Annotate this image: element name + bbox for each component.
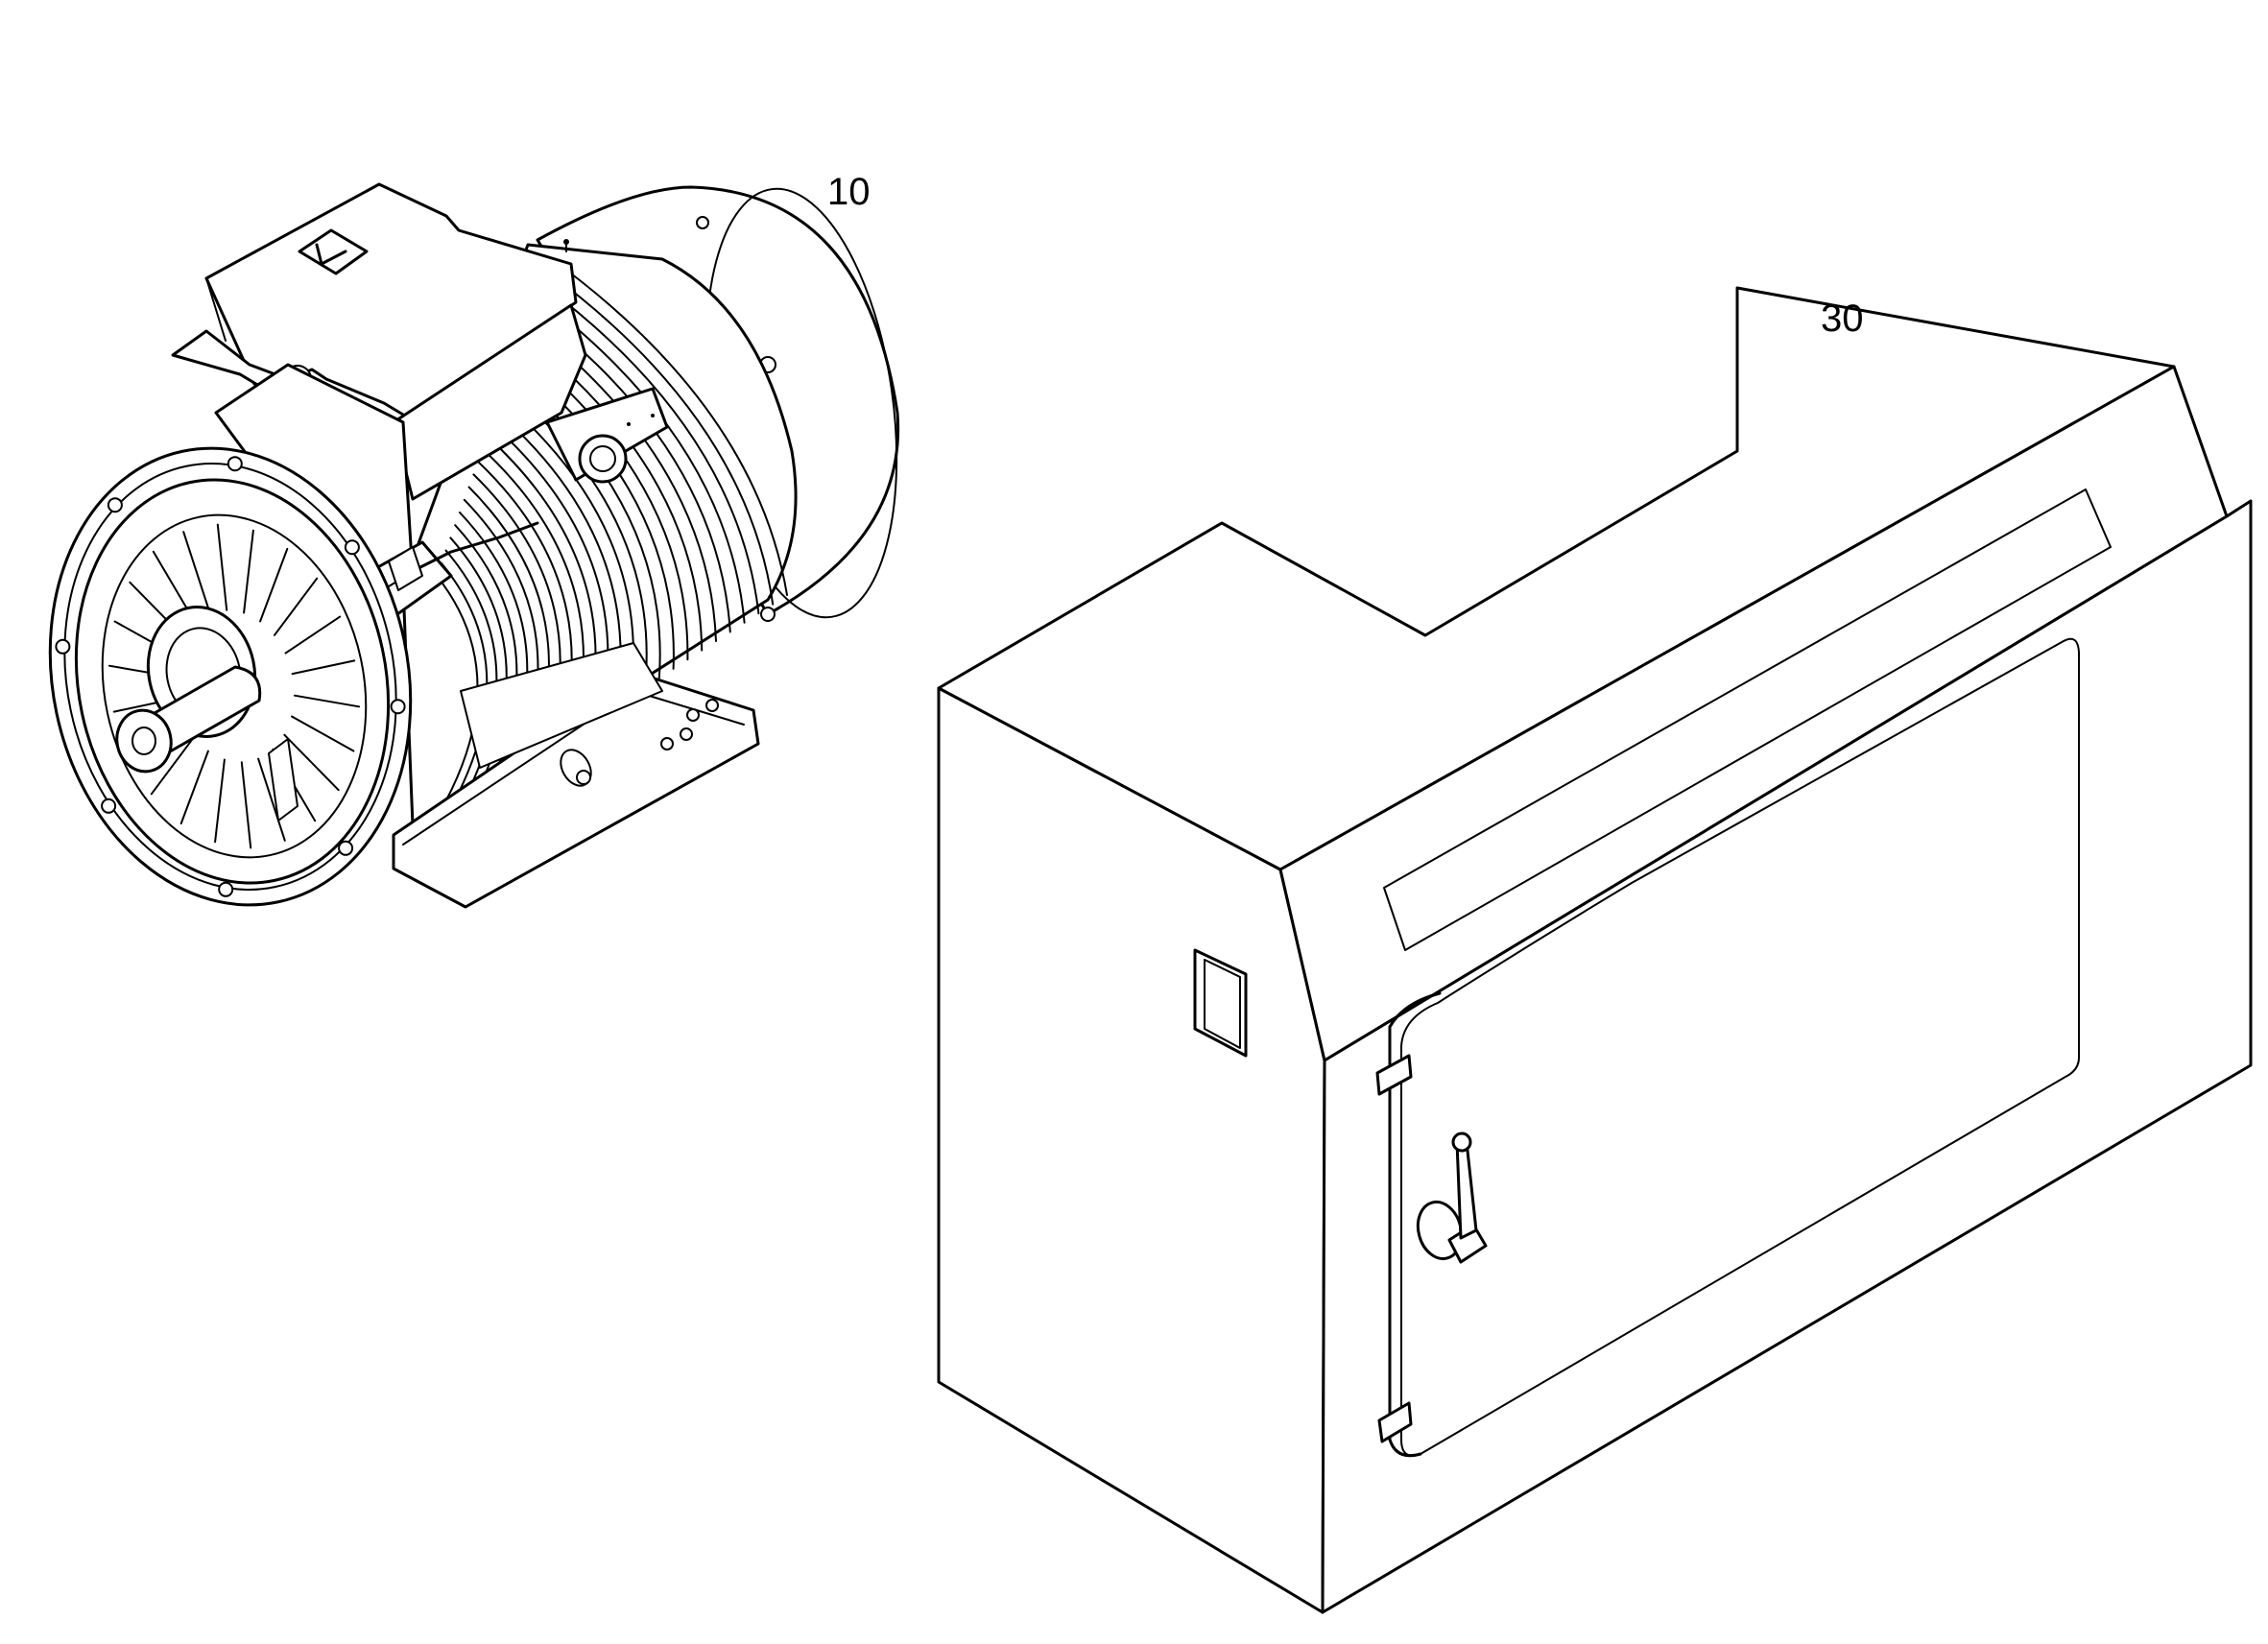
reference-numeral-cabinet: 30 (1821, 298, 1864, 340)
door-hinge-top (1375, 1054, 1413, 1096)
cabinet-door (1375, 991, 1442, 1458)
door-hinge-bottom (1377, 1401, 1413, 1443)
door-handle-icon[interactable] (1412, 1132, 1488, 1264)
cabinet-window (1400, 637, 2080, 1457)
motor-base-feet (392, 642, 760, 909)
cabinet-side-vent (1193, 948, 1248, 1058)
manufacturer-logo-icon (298, 228, 369, 275)
reference-numeral-motor: 10 (827, 171, 871, 213)
motor-front-flange (48, 446, 413, 907)
motor-cable-gland (545, 387, 669, 484)
